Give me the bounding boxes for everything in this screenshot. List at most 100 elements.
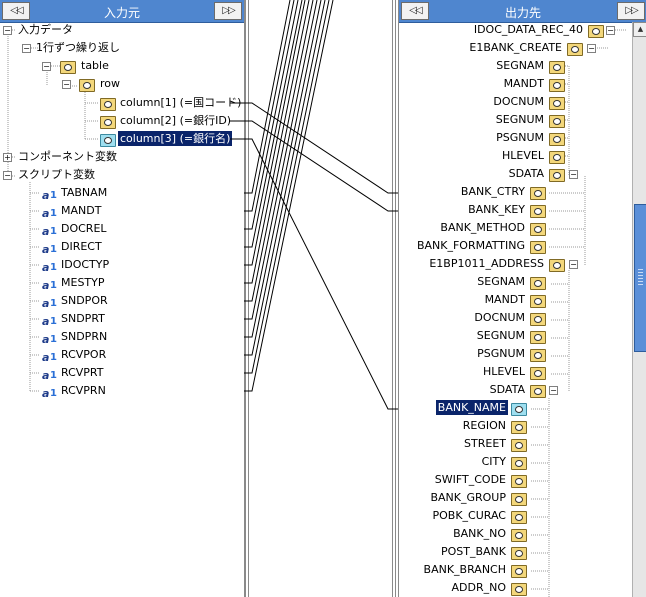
node-label-selected: BANK_NAME bbox=[434, 399, 510, 416]
target-node-post-bank[interactable]: POST_BANK bbox=[399, 544, 646, 561]
collapse-toggle[interactable]: − bbox=[569, 170, 578, 179]
field-icon bbox=[530, 277, 546, 290]
node-label: RCVPRT bbox=[61, 366, 104, 379]
node-label: MANDT bbox=[503, 77, 544, 90]
field-icon bbox=[549, 97, 565, 110]
target-node-city[interactable]: CITY bbox=[399, 454, 646, 471]
node-label: CITY bbox=[481, 455, 506, 468]
scroll-up-button[interactable]: ▲ bbox=[633, 22, 646, 37]
node-label: table bbox=[81, 59, 109, 72]
node-label: DOCNUM bbox=[474, 311, 525, 324]
node-label: column[2] (=銀行ID) bbox=[120, 114, 232, 127]
node-label: REGION bbox=[462, 419, 506, 432]
node-label: SEGNAM bbox=[496, 59, 544, 72]
node-label: コンポーネント変数 bbox=[18, 150, 117, 163]
field-icon bbox=[530, 349, 546, 362]
scroll-thumb[interactable] bbox=[634, 204, 646, 352]
collapse-toggle[interactable]: − bbox=[22, 44, 31, 53]
target-node-sdata[interactable]: SDATA− bbox=[399, 382, 646, 399]
target-node-psgnum[interactable]: PSGNUM bbox=[399, 130, 646, 147]
target-back-button[interactable]: ◁◁ bbox=[401, 2, 429, 20]
target-node-e1bp1011-address[interactable]: E1BP1011_ADDRESS− bbox=[399, 256, 646, 273]
field-icon bbox=[567, 43, 583, 56]
target-node-bank-ctry[interactable]: BANK_CTRY bbox=[399, 184, 646, 201]
field-icon bbox=[511, 529, 527, 542]
target-node-segnam[interactable]: SEGNAM bbox=[399, 274, 646, 291]
node-label-selected: column[3] (=銀行名) bbox=[116, 130, 234, 147]
node-label: BANK_BRANCH bbox=[423, 563, 506, 576]
collapse-toggle[interactable]: − bbox=[569, 260, 578, 269]
target-node-segnam[interactable]: SEGNAM bbox=[399, 58, 646, 75]
target-node-swift-code[interactable]: SWIFT_CODE bbox=[399, 472, 646, 489]
target-node-sdata[interactable]: SDATA − bbox=[399, 166, 646, 183]
target-vertical-scrollbar[interactable]: ▲ bbox=[632, 22, 646, 597]
structure-icon bbox=[79, 79, 95, 92]
target-node-bank-method[interactable]: BANK_METHOD bbox=[399, 220, 646, 237]
field-icon bbox=[530, 205, 546, 218]
target-node-addr-no[interactable]: ADDR_NO bbox=[399, 580, 646, 597]
target-node-pobk-curac[interactable]: POBK_CURAC bbox=[399, 508, 646, 525]
target-node-street[interactable]: STREET bbox=[399, 436, 646, 453]
node-label: BANK_CTRY bbox=[460, 185, 525, 198]
collapse-toggle[interactable]: − bbox=[42, 62, 51, 71]
source-panel-title: 入力元 bbox=[103, 6, 140, 20]
field-icon bbox=[511, 403, 527, 416]
collapse-toggle[interactable]: − bbox=[3, 171, 12, 180]
field-icon bbox=[511, 457, 527, 470]
collapse-toggle[interactable]: − bbox=[549, 386, 558, 395]
target-node-bank-group[interactable]: BANK_GROUP bbox=[399, 490, 646, 507]
node-label: BANK_KEY bbox=[468, 203, 525, 216]
field-icon bbox=[549, 133, 565, 146]
mapping-area bbox=[245, 0, 398, 597]
target-node-bank-no[interactable]: BANK_NO bbox=[399, 526, 646, 543]
target-forward-button[interactable]: ▷▷ bbox=[617, 2, 645, 20]
target-node-e1bank-create[interactable]: E1BANK_CREATE− bbox=[399, 40, 646, 57]
target-panel: ◁◁ 出力先 ▷▷ bbox=[398, 0, 646, 597]
target-node-hlevel[interactable]: HLEVEL bbox=[399, 148, 646, 165]
target-node-docnum[interactable]: DOCNUM bbox=[399, 310, 646, 327]
field-icon bbox=[511, 511, 527, 524]
collapse-toggle[interactable]: − bbox=[62, 80, 71, 89]
field-icon bbox=[511, 583, 527, 596]
target-node-segnum[interactable]: SEGNUM bbox=[399, 112, 646, 129]
field-icon bbox=[530, 295, 546, 308]
target-node-bank-formatting[interactable]: BANK_FORMATTING bbox=[399, 238, 646, 255]
target-node-psgnum[interactable]: PSGNUM bbox=[399, 346, 646, 363]
node-label: DIRECT bbox=[61, 240, 102, 253]
expand-toggle[interactable]: + bbox=[3, 153, 12, 162]
source-back-button[interactable]: ◁◁ bbox=[2, 2, 30, 20]
node-label: ADDR_NO bbox=[451, 581, 507, 594]
field-icon bbox=[549, 79, 565, 92]
collapse-toggle[interactable]: − bbox=[3, 26, 12, 35]
node-label: SNDPRT bbox=[61, 312, 105, 325]
target-node-docnum[interactable]: DOCNUM bbox=[399, 94, 646, 111]
node-label: DOCNUM bbox=[493, 95, 544, 108]
field-icon bbox=[511, 475, 527, 488]
node-label: SDATA bbox=[508, 167, 544, 180]
target-node-hlevel[interactable]: HLEVEL bbox=[399, 364, 646, 381]
target-node-segnum[interactable]: SEGNUM bbox=[399, 328, 646, 345]
target-node-region[interactable]: REGION bbox=[399, 418, 646, 435]
node-label: SEGNUM bbox=[476, 329, 525, 342]
collapse-toggle[interactable]: − bbox=[606, 26, 615, 35]
target-node-mandt[interactable]: MANDT bbox=[399, 292, 646, 309]
target-node-bank-branch[interactable]: BANK_BRANCH bbox=[399, 562, 646, 579]
node-label: DOCREL bbox=[61, 222, 107, 235]
target-node-bank-name[interactable]: BANK_NAME bbox=[399, 399, 646, 417]
target-node-bank-key[interactable]: BANK_KEY bbox=[399, 202, 646, 219]
node-label: column[1] (=国コード) bbox=[120, 96, 242, 109]
structure-icon bbox=[60, 61, 76, 74]
field-icon bbox=[549, 169, 565, 182]
node-label: MESTYP bbox=[61, 276, 105, 289]
field-icon bbox=[549, 151, 565, 164]
collapse-toggle[interactable]: − bbox=[587, 44, 596, 53]
source-forward-button[interactable]: ▷▷ bbox=[214, 2, 242, 20]
target-node-idoc-data-rec-40[interactable]: IDOC_DATA_REC_40− bbox=[399, 22, 646, 39]
node-label: BANK_GROUP bbox=[430, 491, 506, 504]
target-node-mandt[interactable]: MANDT bbox=[399, 76, 646, 93]
node-label: POBK_CURAC bbox=[432, 509, 507, 522]
